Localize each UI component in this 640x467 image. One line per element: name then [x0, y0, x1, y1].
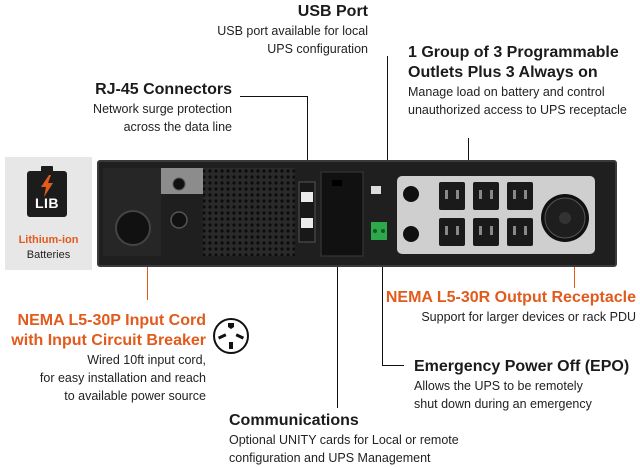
communications-desc-2: configuration and UPS Management — [229, 451, 431, 465]
lithium-ion-label: Lithium-ion — [18, 234, 79, 246]
batteries-label: Batteries — [26, 249, 71, 261]
leader-usb — [387, 56, 388, 186]
lithium-ion-badge: LIB Lithium-ion Batteries — [5, 157, 92, 270]
callout-rj45: RJ-45 Connectors Network surge protectio… — [60, 80, 232, 136]
nema-l530p-desc-2: for easy installation and reach — [39, 371, 206, 385]
rj45-desc-2: across the data line — [123, 120, 232, 134]
epo-desc-1: Allows the UPS to be remotely — [414, 379, 583, 393]
usb-port-desc-1: USB port available for local — [217, 24, 368, 38]
ups-rear-panel — [97, 160, 617, 267]
nema-l530p-desc-1: Wired 10ft input cord, — [87, 353, 206, 367]
ups-panel-art — [103, 168, 595, 257]
callout-communications: Communications Optional UNITY cards for … — [229, 411, 489, 467]
nema-l530p-desc-3: to available power source — [64, 389, 206, 403]
communications-title: Communications — [229, 412, 359, 429]
epo-title: Emergency Power Off (EPO) — [414, 358, 630, 375]
callout-nema-l530r: NEMA L5-30R Output Receptacle Support fo… — [378, 288, 636, 326]
communications-desc-1: Optional UNITY cards for Local or remote — [229, 433, 459, 447]
callout-nema-l530p: NEMA L5-30P Input Cord with Input Circui… — [2, 311, 206, 405]
leader-epo-v — [382, 236, 383, 365]
battery-icon: LIB — [27, 166, 67, 217]
leader-comm — [337, 240, 338, 408]
usb-port-title: USB Port — [297, 3, 368, 20]
outlets-desc-1: Manage load on battery and control — [408, 85, 605, 99]
leader-rj45-h — [240, 96, 307, 97]
outlets-title-2: Outlets Plus 3 Always on — [408, 64, 598, 81]
callout-epo: Emergency Power Off (EPO) Allows the UPS… — [414, 357, 638, 413]
nema-plug-icon — [213, 318, 249, 354]
rj45-title: RJ-45 Connectors — [95, 81, 232, 98]
usb-port-desc-2: UPS configuration — [267, 42, 368, 56]
nema-l530p-title-1: NEMA L5-30P Input Cord — [17, 312, 206, 329]
callout-usb-port: USB Port USB port available for local UP… — [190, 2, 368, 58]
nema-l530r-desc: Support for larger devices or rack PDU — [421, 310, 636, 324]
epo-desc-2: shut down during an emergency — [414, 397, 592, 411]
outlets-title-1: 1 Group of 3 Programmable — [408, 44, 619, 61]
lib-label: LIB — [34, 195, 60, 211]
leader-nema-p — [147, 240, 148, 300]
nema-l530p-title-2: with Input Circuit Breaker — [11, 332, 206, 349]
leader-rj45-v — [307, 96, 308, 206]
lightning-bolt-icon — [41, 175, 53, 197]
outlets-desc-2: unauthorized access to UPS receptacle — [408, 103, 627, 117]
nema-l530r-title: NEMA L5-30R Output Receptacle — [385, 289, 636, 306]
leader-epo-h — [382, 365, 404, 366]
rj45-desc-1: Network surge protection — [93, 102, 232, 116]
callout-outlets: 1 Group of 3 Programmable Outlets Plus 3… — [408, 43, 640, 119]
